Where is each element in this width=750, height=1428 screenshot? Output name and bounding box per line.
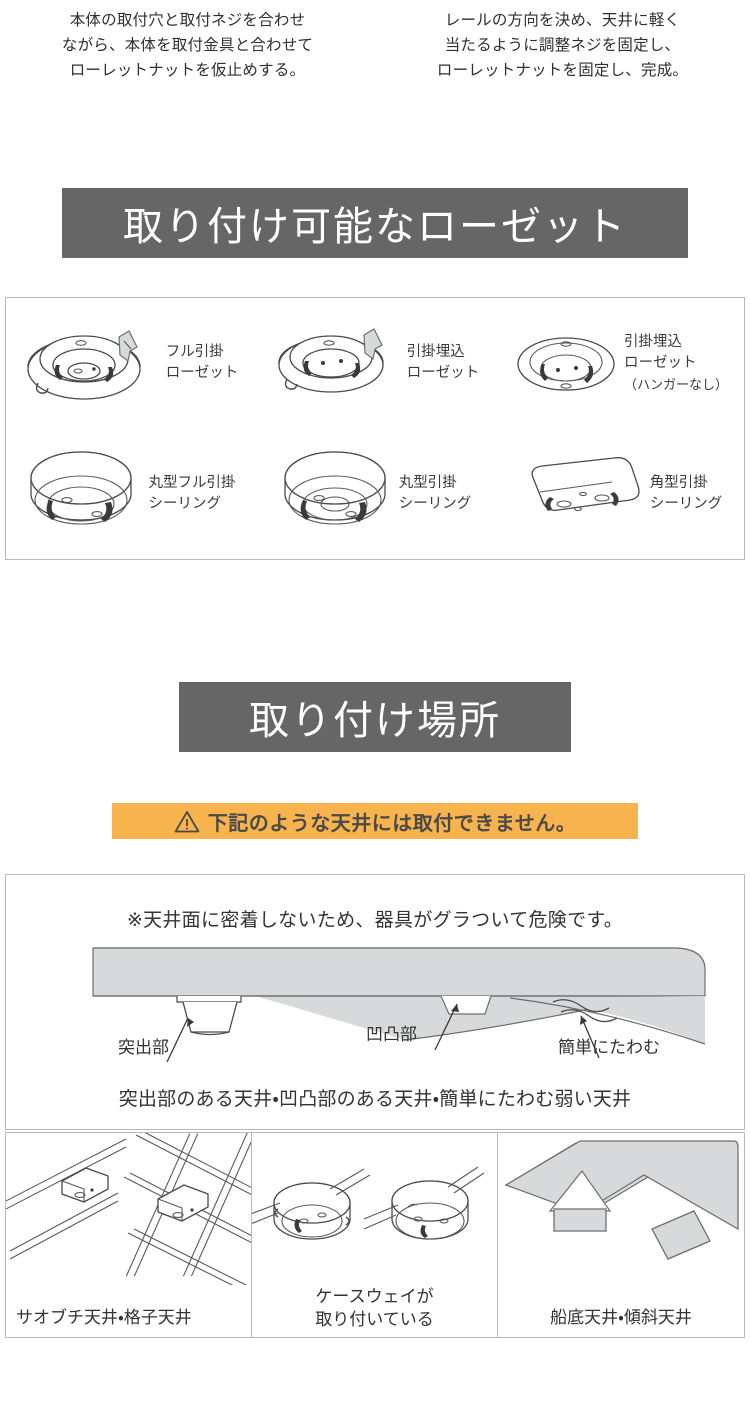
intro-left-line-3: ローレットナットを仮止めする。: [69, 62, 306, 79]
caseway-attached-icon: [252, 1133, 497, 1285]
rosette-label-line1: 丸型引掛: [398, 474, 457, 491]
rosette-item-round-hook-ceiling: 丸型引掛 シーリング: [252, 429, 498, 560]
rosette-item-round-full-hook-ceiling: 丸型フル引掛 シーリング: [6, 429, 252, 560]
lattice-ceiling-icon: [6, 1133, 251, 1285]
rosette-label-line2: シーリング: [649, 495, 723, 512]
rosette-types-panel: フル引掛 ローゼット: [5, 297, 745, 560]
rosette-label-line1: 角型引掛: [649, 474, 708, 491]
example-caseway-attached: ケースウェイが 取り付いている: [252, 1133, 498, 1337]
ceiling-cross-section-diagram: [5, 940, 745, 1070]
example-sloped-ceiling-caption: 船底天井・傾斜天井: [498, 1306, 744, 1329]
rosette-label-line2: シーリング: [148, 495, 222, 512]
ceiling-label-flexible: 簡単にたわむ: [558, 1038, 660, 1057]
caption-line1: 船底天井・傾斜天井: [550, 1308, 692, 1327]
embedded-hook-rosette-icon: [271, 315, 401, 411]
rosette-item-full-hook-label: フル引掛 ローゼット: [166, 342, 239, 384]
caption-line1: サオブチ天井・格子天井: [16, 1308, 192, 1327]
intro-right-line-3: ローレットナットを固定し、完成。: [436, 62, 689, 79]
square-hook-ceiling-icon: [520, 454, 644, 534]
rosette-item-embedded-hook-no-hanger: 引掛埋込 ローゼット （ハンガーなし）: [498, 298, 744, 429]
rosette-item-square-hook-ceiling-label: 角型引掛 シーリング: [650, 473, 723, 515]
sloped-ceiling-icon: [498, 1133, 744, 1285]
intro-caption-left: 本体の取付穴と取付ネジを合わせ ながら、本体を取付金具と合わせて ローレットナッ…: [0, 0, 375, 104]
round-hook-ceiling-icon: [279, 448, 393, 540]
ceiling-note-text: ※天井面に密着しないため、器具がグラついて危険です。: [126, 910, 624, 931]
ceiling-label-uneven: 凹凸部: [366, 1025, 417, 1044]
example-lattice-ceiling: サオブチ天井・格子天井: [6, 1133, 252, 1337]
unsuitable-ceiling-examples-panel: サオブチ天井・格子天井: [5, 1132, 745, 1338]
caption-line2: 取り付いている: [315, 1310, 434, 1329]
warning-strip: 下記のような天井には取付できません。: [112, 803, 638, 839]
rosette-label-line2: ローゼット: [165, 365, 239, 382]
rosette-item-embedded-hook-label: 引掛埋込 ローゼット: [407, 342, 480, 384]
rosette-label-line1: 引掛埋込: [406, 344, 465, 361]
rosette-label-line1: フル引掛: [165, 344, 224, 361]
intro-left-line-1: 本体の取付穴と取付ネジを合わせ: [69, 12, 306, 29]
rosette-label-line2: ローゼット: [406, 365, 480, 382]
section-banner-rosette: 取り付け可能なローゼット: [62, 188, 688, 258]
round-full-hook-ceiling-icon: [23, 448, 143, 540]
intro-captions: 本体の取付穴と取付ネジを合わせ ながら、本体を取付金具と合わせて ローレットナッ…: [0, 0, 750, 104]
rosette-grid: フル引掛 ローゼット: [6, 298, 744, 559]
rosette-label-line1: 丸型フル引掛: [148, 474, 236, 491]
rosette-label-line2: ローゼット: [623, 354, 697, 371]
ceiling-summary-text: 突出部のある天井・凹凸部のある天井・簡単にたわむ弱い天井: [118, 1089, 632, 1110]
full-hook-rosette-icon: [20, 315, 160, 411]
rosette-item-round-hook-ceiling-label: 丸型引掛 シーリング: [399, 473, 472, 515]
rosette-item-round-full-hook-ceiling-label: 丸型フル引掛 シーリング: [149, 473, 236, 515]
rosette-item-full-hook: フル引掛 ローゼット: [6, 298, 252, 429]
intro-caption-right: レールの方向を決め、天井に軽く 当たるように調整ネジを固定し、 ローレットナット…: [375, 0, 750, 104]
intro-right-line-2: 当たるように調整ネジを固定し、: [444, 37, 681, 54]
rosette-item-square-hook-ceiling: 角型引掛 シーリング: [498, 429, 744, 560]
rosette-label-line1: 引掛埋込: [623, 333, 682, 350]
intro-left-line-2: ながら、本体を取付金具と合わせて: [61, 37, 314, 54]
rosette-item-embedded-hook-no-hanger-label: 引掛埋込 ローゼット （ハンガーなし）: [624, 332, 728, 395]
rosette-label-line3: （ハンガーなし）: [623, 376, 728, 392]
intro-right-line-1: レールの方向を決め、天井に軽く: [444, 12, 681, 29]
warning-text: 下記のような天井には取付できません。: [207, 812, 577, 835]
embedded-hook-rosette-no-hanger-icon: [514, 318, 618, 408]
example-caseway-caption: ケースウェイが 取り付いている: [252, 1285, 497, 1331]
example-lattice-ceiling-caption: サオブチ天井・格子天井: [6, 1306, 251, 1329]
rosette-label-line2: シーリング: [398, 495, 472, 512]
section-banner-place: 取り付け場所: [179, 682, 571, 752]
warning-triangle-icon: [174, 810, 200, 833]
rosette-item-embedded-hook: 引掛埋込 ローゼット: [252, 298, 498, 429]
ceiling-label-protrusion: 突出部: [118, 1038, 169, 1057]
caption-line1: ケースウェイが: [315, 1287, 434, 1306]
example-sloped-ceiling: 船底天井・傾斜天井: [498, 1133, 744, 1337]
